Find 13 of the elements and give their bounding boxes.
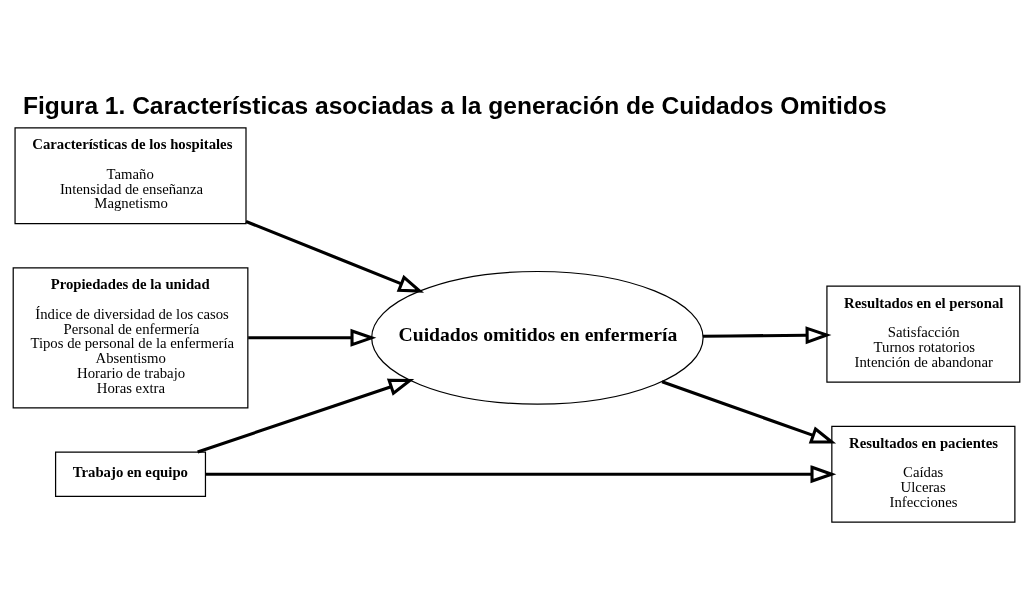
node-ellipse: Cuidados omitidos en enfermería	[371, 270, 704, 405]
node-box: Trabajo en equipo	[54, 450, 207, 497]
node-box: Características de los hospitales Tamaño Intensidad de enseñanza Magnetismo	[14, 126, 247, 224]
node-box: Resultados en el personal Satisfacción Turnos rotatorios Intención de abandonar	[826, 285, 1021, 383]
arrow	[248, 328, 377, 347]
arrow	[245, 219, 425, 293]
arrow	[702, 325, 832, 344]
arrow	[205, 464, 837, 483]
arrow	[661, 379, 837, 444]
arrow	[197, 378, 415, 453]
node-box: Resultados en pacientes Caídas Ulceras Infecciones	[831, 425, 1016, 523]
diagram-title: Figura 1. Características asociadas a la generación de Cuidados Omitidos	[23, 91, 887, 119]
node-box: Propiedades de la unidad Índice de diversidad de los casos Personal de enfermería Tipos de personal de la enfermería Absentismo Horario de trabajo Horas extra	[12, 266, 249, 408]
